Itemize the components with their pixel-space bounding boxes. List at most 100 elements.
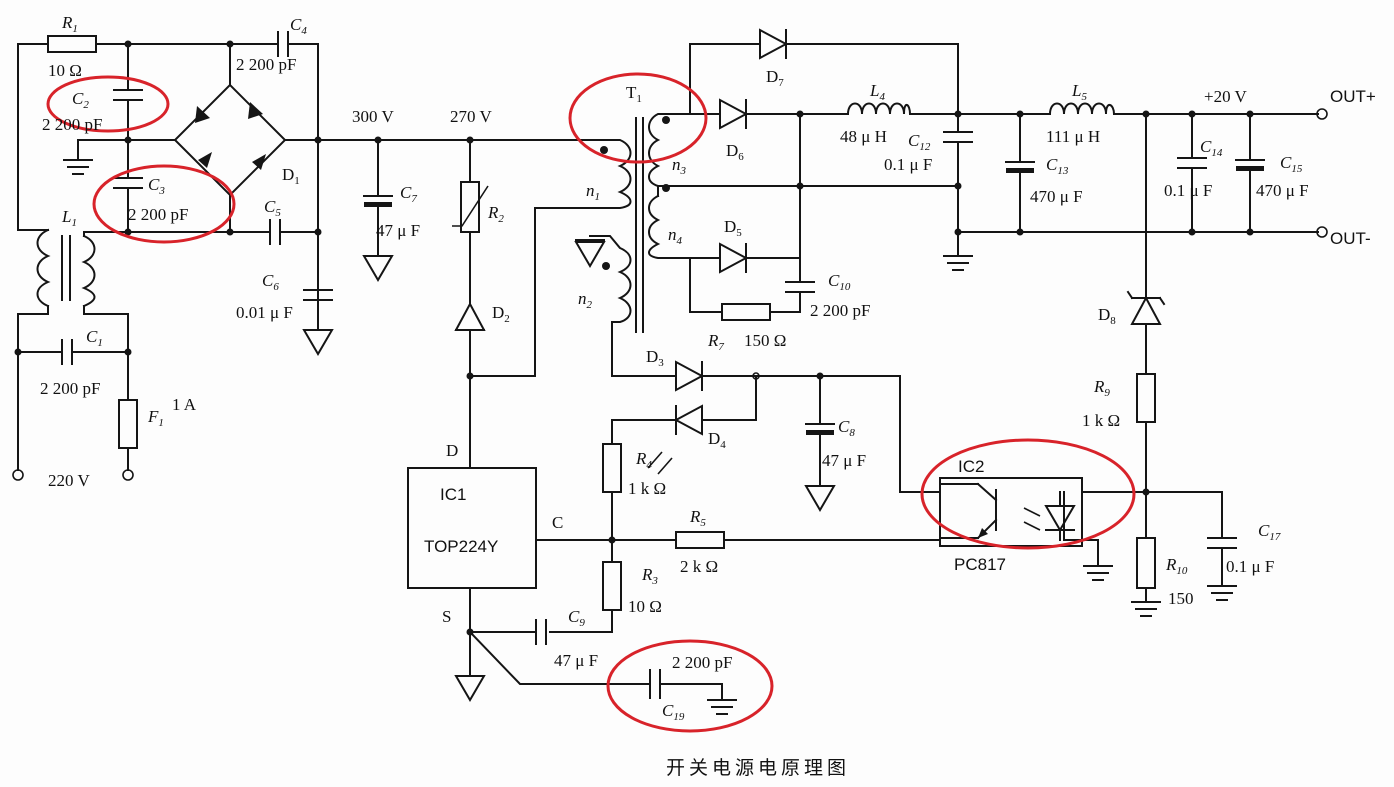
label-d7: D7 [766, 67, 784, 89]
ground-c7 [362, 255, 394, 282]
resistor-r9 [1136, 373, 1156, 423]
label-r5: R5 [689, 507, 706, 529]
highlight-t1 [568, 72, 708, 164]
inductor-l1 [36, 228, 51, 308]
value-r3: 10 Ω [628, 597, 662, 616]
value-l4: 48 μ H [840, 127, 887, 146]
label-c9: C9 [568, 607, 585, 629]
capacitor-c4 [277, 31, 289, 57]
resistor-r5 [675, 531, 725, 549]
ground-output [943, 255, 973, 271]
label-r7: R7 [707, 331, 724, 353]
figure-caption: 开关电源电原理图 [666, 757, 850, 779]
labels: R1 10 Ω C2 2 200 pF C3 2 200 pF C4 2 200… [40, 13, 1376, 779]
label-d4: D4 [708, 429, 726, 451]
input-filter [12, 31, 334, 481]
label-r10: R10 [1165, 555, 1188, 577]
resistor-r7 [721, 303, 771, 321]
value-c3: 2 200 pF [128, 205, 188, 224]
label-n1: n1 [586, 181, 600, 203]
highlight-c2 [46, 75, 170, 133]
label-270v: 270 V [450, 107, 492, 126]
value-c19: 2 200 pF [672, 653, 732, 672]
value-c4: 2 200 pF [236, 55, 296, 74]
diode-d3 [675, 360, 705, 392]
label-r4: R4 [635, 449, 652, 471]
label-n3: n3 [672, 155, 687, 177]
terminal-out-minus [1316, 226, 1328, 238]
capacitor-c1 [17, 339, 129, 365]
label-c5: C5 [264, 197, 281, 219]
label-t1: T1 [626, 83, 642, 105]
resistor-r3 [602, 561, 622, 611]
inductor-l4 [846, 102, 912, 116]
value-c6: 0.01 μ F [236, 303, 293, 322]
label-c12: C12 [908, 131, 931, 153]
label-out-plus: OUT+ [1330, 87, 1376, 106]
diode-d2 [454, 301, 486, 331]
capacitor-c2 [113, 89, 143, 101]
label-c8: C8 [838, 417, 855, 439]
label-c17: C17 [1258, 521, 1281, 543]
value-r9: 1 k Ω [1082, 411, 1120, 430]
value-c17: 0.1 μ F [1226, 557, 1274, 576]
value-c15: 470 μ F [1256, 181, 1309, 200]
resistor-r4 [602, 443, 622, 493]
capacitor-c10 [785, 281, 815, 293]
label-f1: F1 [147, 407, 164, 429]
label-r9: R9 [1093, 377, 1110, 399]
label-r3: R3 [641, 565, 658, 587]
label-r2: R2 [487, 203, 504, 225]
ground-n2 [574, 241, 606, 268]
value-l5: 111 μ H [1046, 127, 1100, 146]
diode-d5 [719, 242, 749, 274]
label-c10: C10 [828, 271, 851, 293]
capacitor-c13 [1006, 168, 1034, 173]
output-voltage: +20 V [1204, 87, 1248, 106]
transformer-t1 [574, 113, 959, 377]
value-r4: 1 k Ω [628, 479, 666, 498]
label-ic2: IC2 [958, 457, 984, 476]
value-r10: 150 [1168, 589, 1194, 608]
label-c2: C2 [72, 89, 89, 111]
label-l1: L1 [61, 207, 77, 229]
capacitor-c9 [535, 619, 547, 645]
pin-d: D [446, 441, 458, 460]
label-d1: D1 [282, 165, 300, 187]
capacitor-c7 [364, 202, 392, 207]
label-ic1: IC1 [440, 485, 466, 504]
capacitor-c19 [649, 669, 661, 699]
label-c3: C3 [148, 175, 165, 197]
label-l5: L5 [1071, 81, 1087, 103]
output-rectifiers [689, 28, 1328, 321]
value-r5: 2 k Ω [680, 557, 718, 576]
winding-n1 [609, 139, 632, 209]
value-c13: 470 μ F [1030, 187, 1083, 206]
label-l4: L4 [869, 81, 885, 103]
value-c7: 47 μ F [376, 221, 420, 240]
highlight-c19 [606, 639, 774, 733]
value-r1: 10 Ω [48, 61, 82, 80]
label-d5: D5 [724, 217, 742, 239]
capacitor-c15 [1236, 166, 1264, 171]
ground-c6 [302, 329, 334, 356]
value-c1: 2 200 pF [40, 379, 100, 398]
chassis-ground [63, 159, 93, 175]
inductor-l5 [1048, 102, 1116, 116]
diode-d6 [719, 98, 749, 130]
bridge-d1 [173, 43, 287, 197]
resistor-r1 [47, 35, 97, 53]
capacitor-c14 [1177, 113, 1207, 233]
highlights [46, 72, 1136, 733]
fuse-f1 [118, 399, 138, 449]
label-c15: C15 [1280, 153, 1303, 175]
label-out-minus: OUT- [1330, 229, 1371, 248]
value-c9: 47 μ F [554, 651, 598, 670]
capacitor-c12 [943, 113, 973, 233]
value-r7: 150 Ω [744, 331, 786, 350]
label-d8: D8 [1098, 305, 1116, 327]
capacitor-c3 [113, 177, 143, 189]
ground-ic1 [454, 675, 486, 702]
input-voltage: 220 V [48, 471, 90, 490]
